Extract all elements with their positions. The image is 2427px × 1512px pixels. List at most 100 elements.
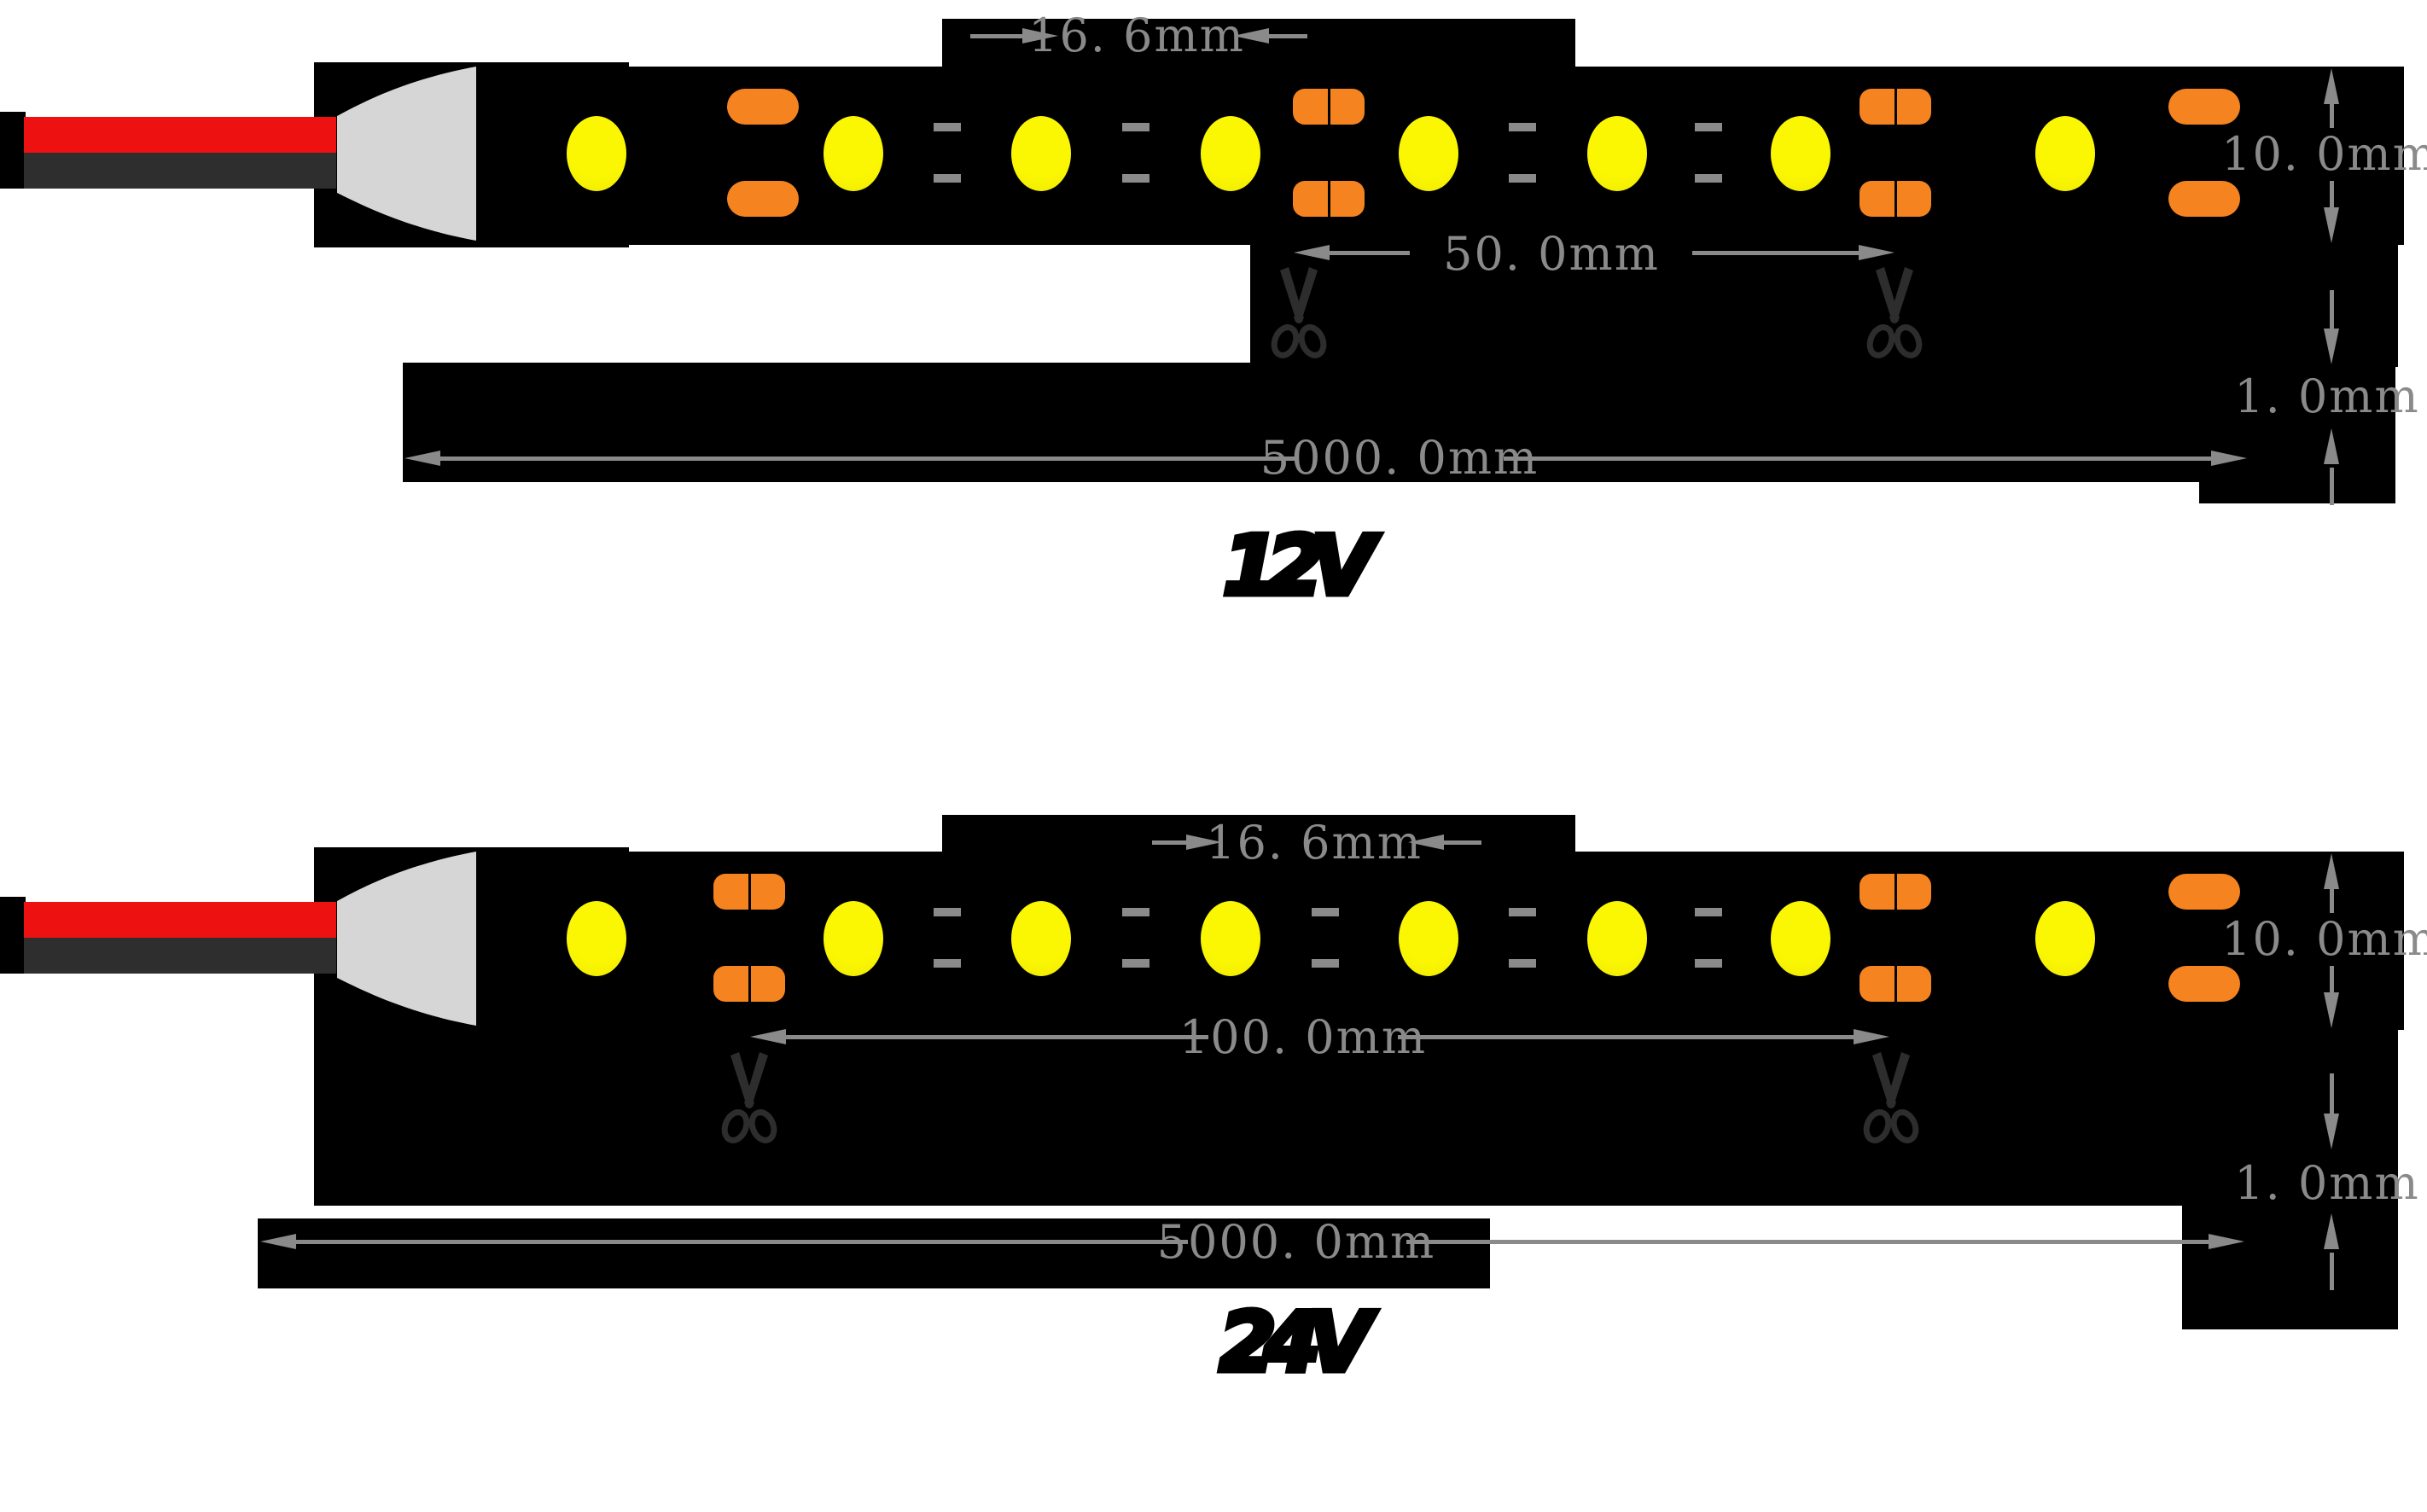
scissors-icon: [1862, 265, 1927, 359]
dimension-arrowhead: [2211, 451, 2247, 466]
pad-divider-line: [1894, 89, 1897, 125]
led-chip: [2035, 901, 2095, 976]
lower-extension: [314, 1030, 2398, 1206]
pcb-dash-mark: [1695, 908, 1722, 916]
pad-divider-line: [1328, 89, 1330, 125]
led-chip: [2035, 116, 2095, 191]
dimension-label: 16. 6mm: [1028, 9, 1245, 62]
dimension-arrowhead: [750, 1029, 786, 1044]
dimension-label: 1. 0mm: [2234, 1156, 2420, 1210]
dimension-label: 5000. 0mm: [1156, 1215, 1436, 1269]
solder-pad: [727, 181, 799, 217]
pcb-dash-mark: [1122, 123, 1149, 131]
dimension-arrowhead: [2324, 329, 2339, 364]
strip-body: [629, 67, 2404, 245]
led-chip: [567, 901, 626, 976]
cut-point-pad: [1860, 966, 1931, 1002]
scissors-icon: [721, 1052, 777, 1143]
cut-point-pad: [713, 966, 785, 1002]
dimension-arrowhead: [1233, 28, 1269, 44]
end-cap-cone: [337, 65, 476, 242]
dimension-arrowhead: [2324, 1114, 2339, 1149]
wire-cap: [0, 897, 26, 974]
dimension-arrowhead: [1859, 245, 1894, 260]
lower-extension: [1250, 245, 2398, 367]
strip-body: [629, 852, 2404, 1030]
voltage-label: 24V: [1217, 1294, 1375, 1393]
solder-pad: [727, 89, 799, 125]
led-chip: [824, 116, 883, 191]
dimension-label: 10. 0mm: [2221, 912, 2427, 966]
dimension-line: [1692, 251, 1859, 255]
dimension-arrowhead: [1186, 835, 1222, 850]
top-tab: [942, 19, 1575, 68]
right-notch: [2182, 1201, 2398, 1329]
dimension-arrowhead: [2209, 1234, 2244, 1249]
scissors-icon: [1266, 265, 1331, 359]
bottom-band: [258, 1218, 1490, 1288]
dimension-label: 50. 0mm: [1443, 227, 1660, 281]
pcb-dash-mark: [1312, 908, 1339, 916]
dimension-line: [1398, 1035, 1854, 1039]
pad-divider-line: [1894, 874, 1897, 910]
dimension-line: [2330, 1073, 2334, 1125]
cut-point-pad: [1293, 181, 1365, 217]
cut-point-pad: [713, 874, 785, 910]
dimension-line: [1504, 457, 2211, 461]
voltage-label: 12V: [1220, 517, 1378, 617]
pcb-dash-mark: [1509, 959, 1536, 968]
dimension-label: 1. 0mm: [2234, 369, 2420, 423]
pcb-dash-mark: [1122, 908, 1149, 916]
pad-divider-line: [748, 966, 751, 1002]
cut-point-pad: [1860, 181, 1931, 217]
led-chip: [1771, 901, 1830, 976]
pcb-dash-mark: [1695, 174, 1722, 183]
solder-pad: [2168, 89, 2240, 125]
top-tab: [942, 815, 1575, 864]
led-chip: [1587, 116, 1647, 191]
right-notch: [2199, 367, 2395, 503]
scissors-icon: [717, 1050, 782, 1144]
pcb-dash-mark: [934, 908, 961, 916]
dimension-arrowhead: [2324, 992, 2339, 1028]
pad-divider-line: [748, 874, 751, 910]
power-wire-black: [24, 153, 336, 189]
dimension-arrowhead: [1294, 245, 1330, 260]
pcb-dash-mark: [934, 174, 961, 183]
dimension-line: [786, 1035, 1208, 1039]
solder-pad: [2168, 966, 2240, 1002]
scissors-icon: [1271, 267, 1327, 358]
led-chip: [1587, 901, 1647, 976]
dimension-arrowhead: [2324, 853, 2339, 889]
end-cap-icon: [337, 67, 476, 241]
dimension-label: 5000. 0mm: [1260, 431, 1539, 485]
cut-point-pad: [1860, 874, 1931, 910]
dimension-line: [440, 457, 1295, 461]
pad-divider-line: [1894, 966, 1897, 1002]
dimension-line: [1269, 34, 1307, 38]
pcb-dash-mark: [1122, 959, 1149, 968]
dimension-label: 10. 0mm: [2221, 127, 2427, 181]
dimension-arrowhead: [260, 1234, 296, 1249]
dimension-line: [2330, 181, 2334, 224]
dimension-line: [2330, 468, 2334, 505]
led-chip: [1399, 901, 1458, 976]
pad-divider-line: [1894, 181, 1897, 217]
dimension-arrowhead: [2324, 1213, 2339, 1249]
pcb-dash-mark: [1312, 959, 1339, 968]
cut-point-pad: [1293, 89, 1365, 125]
led-chip: [1201, 901, 1260, 976]
power-wire-black: [24, 938, 336, 974]
wire-cap: [0, 112, 26, 189]
power-wire-red: [24, 902, 336, 938]
end-cap-cone: [337, 850, 476, 1027]
dimension-label: 16. 6mm: [1206, 816, 1423, 869]
pad-divider-line: [1328, 181, 1330, 217]
dimension-line: [296, 1240, 1188, 1244]
scissors-icon: [1859, 1050, 1924, 1144]
dimension-arrowhead: [2324, 428, 2339, 464]
dimension-line: [2330, 1253, 2334, 1290]
led-chip: [1201, 116, 1260, 191]
